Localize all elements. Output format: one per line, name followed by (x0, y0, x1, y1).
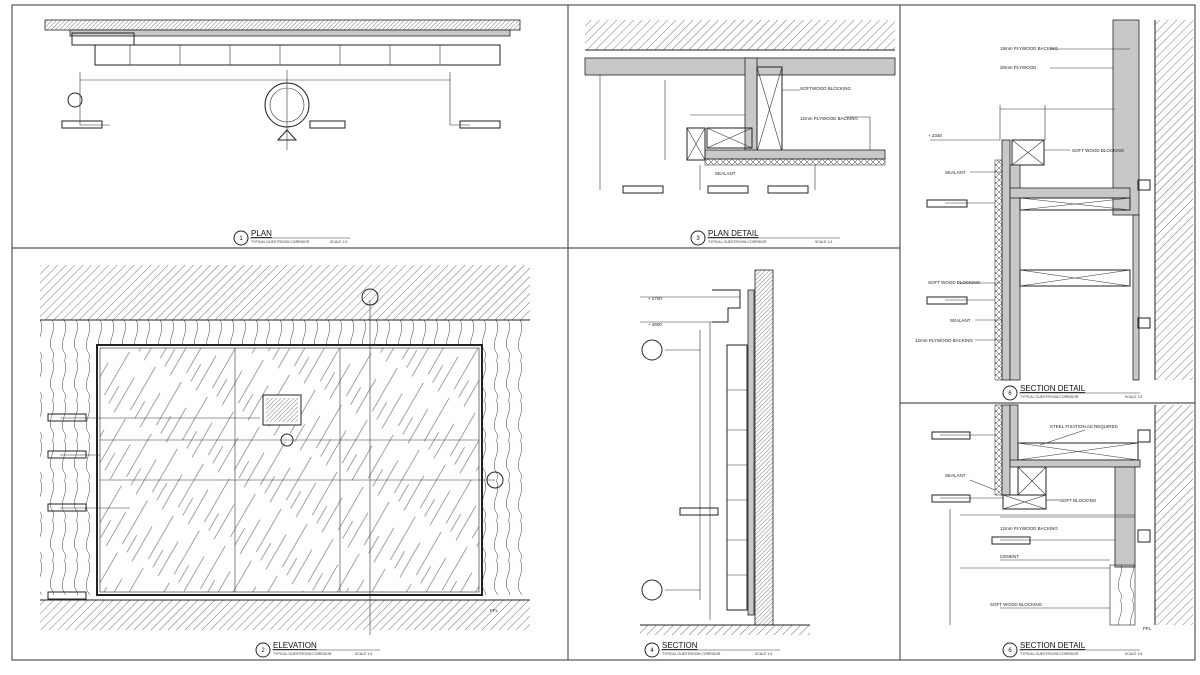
view-scale: SCALE 1:5 (1125, 652, 1142, 656)
view-subtitle: TYPICAL GUESTROOM CORRIDOR (1020, 652, 1079, 656)
label-level-2600: + 2600 (648, 322, 662, 327)
view-scale: SCALE 1:5 (755, 652, 772, 656)
label-soft-wood-blocking: SOFT WOOD BLOCKING (1072, 148, 1125, 153)
label-sealant: SEALANT (945, 170, 966, 175)
section-view: + 2700 + 2600 (640, 269, 810, 635)
view-scale: SCALE 1:5 (330, 240, 347, 244)
section-detail-top-view: 18mm PLYWOOD BACKING 20mm PLYWOOD + 2345… (915, 19, 1193, 381)
plan-view (44, 19, 521, 150)
label-12mm-plywood-backing: 12mm PLYWOOD BACKING (915, 338, 973, 343)
sheet-border (11, 4, 1196, 661)
view-number: 6 (1008, 391, 1012, 397)
label-20mm-plywood: 20mm PLYWOOD (1000, 65, 1037, 70)
label-steel-fixation: STEEL FIXATION AS REQUIRED (1050, 424, 1119, 429)
section-detail-bottom-view: STEEL FIXATION AS REQUIRED SEALANT SOFT … (931, 404, 1193, 631)
view-number: 1 (239, 236, 243, 242)
view-scale: SCALE 1:5 (355, 652, 372, 656)
view-title: SECTION (662, 641, 698, 650)
label-level-2700: + 2700 (648, 296, 662, 301)
label-ffl: FFL (490, 608, 498, 613)
label-plywood-backing: 12mm PLYWOOD BACKING (800, 116, 858, 121)
label-softwood-blocking: SOFTWOOD BLOCKING (800, 86, 852, 91)
view-subtitle: TYPICAL GUESTROOM CORRIDOR (273, 652, 332, 656)
plan-detail-title: 3 PLAN DETAIL TYPICAL GUESTROOM CORRIDOR… (690, 229, 840, 246)
view-number: 3 (696, 236, 700, 242)
label-ffl: FFL (1143, 626, 1151, 631)
plan-title: 1 PLAN TYPICAL GUESTROOM CORRIDOR SCALE … (233, 229, 350, 246)
view-number: 4 (650, 648, 654, 654)
elevation-title: 2 ELEVATION TYPICAL GUESTROOM CORRIDOR S… (255, 641, 380, 658)
section-detail-bottom-title: 6 SECTION DETAIL TYPICAL GUESTROOM CORRI… (1002, 641, 1142, 658)
view-number: 2 (261, 648, 265, 654)
view-scale: SCALE 1:5 (1125, 395, 1142, 399)
plan-detail-view: SOFTWOOD BLOCKING 12mm PLYWOOD BACKING S… (584, 20, 896, 194)
elevation-view: FFL (40, 265, 530, 635)
view-title: SECTION DETAIL (1020, 641, 1086, 650)
view-subtitle: TYPICAL GUESTROOM CORRIDOR (1020, 395, 1079, 399)
view-number: 6 (1008, 648, 1012, 654)
view-title: SECTION DETAIL (1020, 384, 1086, 393)
view-title: ELEVATION (273, 641, 317, 650)
section-title: 4 SECTION TYPICAL GUESTROOM CORRIDOR SCA… (644, 641, 780, 658)
label-level-2345: + 2345 (928, 133, 942, 138)
label-sealant: SEALANT (715, 171, 736, 176)
section-detail-top-title: 6 SECTION DETAIL TYPICAL GUESTROOM CORRI… (1002, 384, 1142, 401)
view-title: PLAN (251, 229, 272, 238)
label-sealant: SEALANT (945, 473, 966, 478)
label-18mm-plywood-backing: 18mm PLYWOOD BACKING (1000, 46, 1058, 51)
label-sealant: SEALANT (950, 318, 971, 323)
label-soft-wood-blocking: SOFT WOOD BLOCKING (990, 602, 1043, 607)
view-scale: SCALE 1:5 (815, 240, 832, 244)
label-cement: CEMENT (1000, 554, 1019, 559)
label-soft-blocking: SOFT BLOCKING (1060, 498, 1097, 503)
view-subtitle: TYPICAL GUESTROOM CORRIDOR (662, 652, 721, 656)
view-subtitle: TYPICAL GUESTROOM CORRIDOR (708, 240, 767, 244)
view-subtitle: TYPICAL GUESTROOM CORRIDOR (251, 240, 310, 244)
label-12mm-plywood-backing: 12mm PLYWOOD BACKING (1000, 526, 1058, 531)
label-soft-wood-blocking: SOFT WOOD BLOCKING (928, 280, 981, 285)
view-title: PLAN DETAIL (708, 229, 759, 238)
